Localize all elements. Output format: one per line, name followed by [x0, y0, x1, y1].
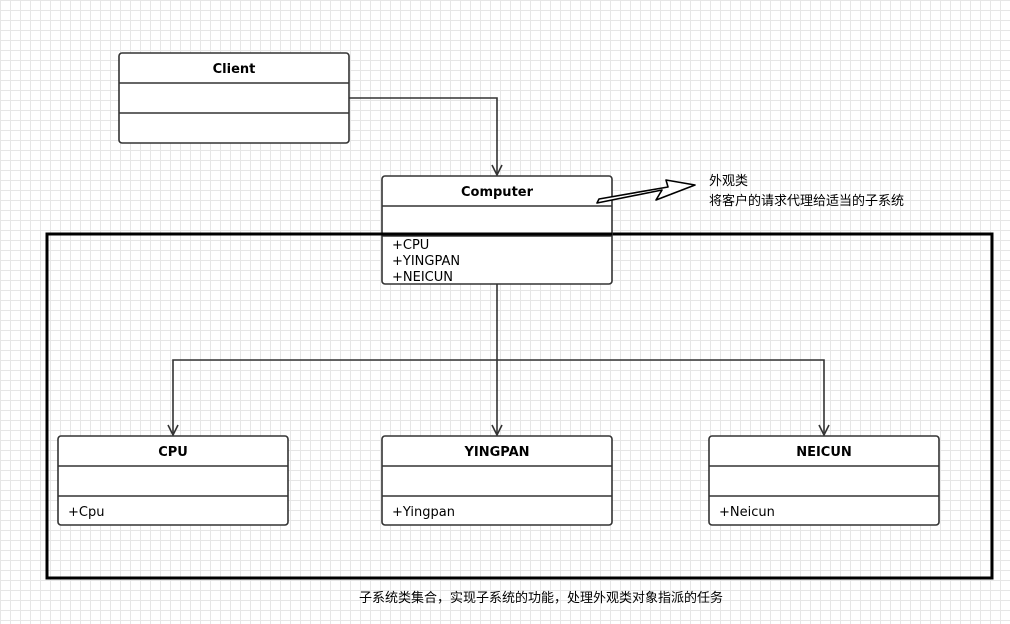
subsystem-frame: [45, 232, 994, 580]
class-computer[interactable]: Computer +CPU +YINGPAN +NEICUN: [381, 175, 613, 285]
facade-callout-arrow: [596, 179, 696, 204]
class-computer-member: +NEICUN: [392, 270, 453, 285]
facade-note-description: 将客户的请求代理给适当的子系统: [709, 193, 904, 209]
class-yingpan[interactable]: YINGPAN +Yingpan: [381, 435, 613, 526]
class-computer-name: Computer: [461, 185, 534, 200]
computer-to-cpu-arrow: [173, 359, 497, 435]
class-yingpan-member: +Yingpan: [392, 505, 455, 520]
class-neicun[interactable]: NEICUN +Neicun: [708, 435, 940, 526]
class-client-name: Client: [213, 62, 256, 77]
class-client[interactable]: Client: [118, 52, 350, 144]
class-computer-member: +YINGPAN: [392, 254, 460, 269]
class-computer-member: +CPU: [392, 238, 429, 253]
class-cpu-member: +Cpu: [68, 505, 104, 520]
computer-to-neicun-arrow: [497, 359, 824, 435]
facade-note-title: 外观类: [709, 174, 748, 189]
class-neicun-name: NEICUN: [796, 445, 852, 460]
client-to-computer-arrow: [349, 97, 497, 175]
connectors: [173, 97, 824, 435]
class-cpu-name: CPU: [158, 445, 188, 460]
class-neicun-member: +Neicun: [719, 505, 775, 520]
class-yingpan-name: YINGPAN: [463, 445, 529, 460]
class-cpu[interactable]: CPU +Cpu: [57, 435, 289, 526]
subsystem-note: 子系统类集合，实现子系统的功能，处理外观类对象指派的任务: [359, 590, 723, 606]
